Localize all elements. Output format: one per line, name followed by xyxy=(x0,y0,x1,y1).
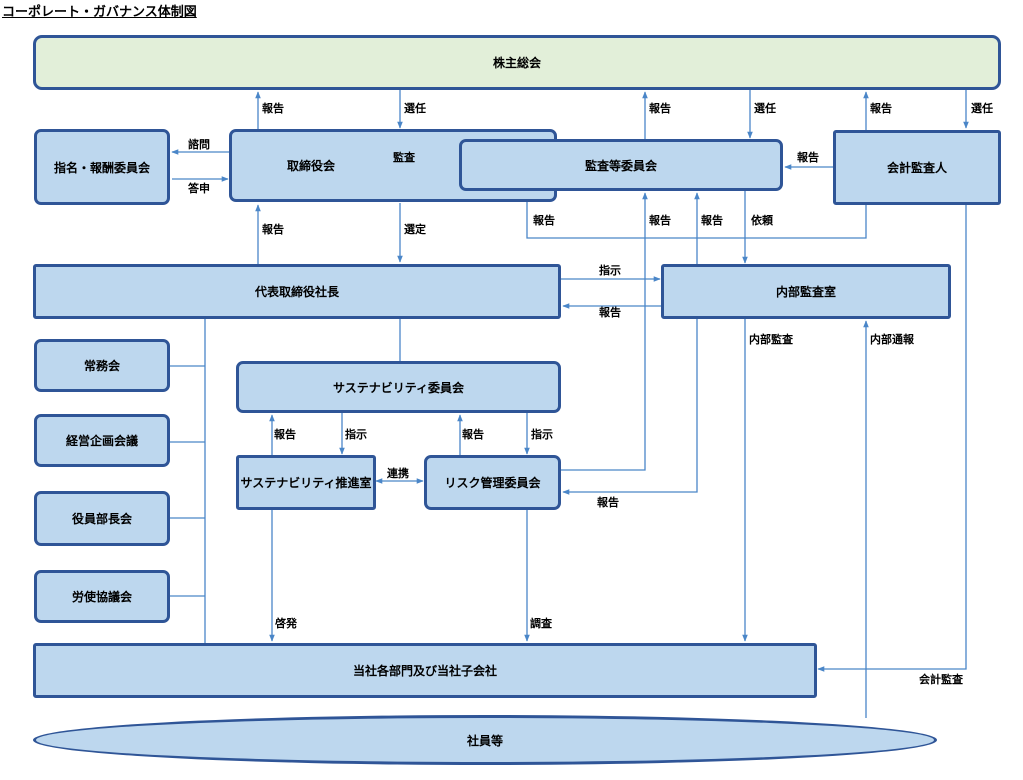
employees-ellipse: 社員等 xyxy=(33,715,937,765)
label-whistleblowing: 内部通報 xyxy=(870,333,914,346)
shareholders-label: 株主総会 xyxy=(492,56,541,70)
label-report-risk: 報告 xyxy=(462,428,484,441)
internal-audit-box: 内部監査室 xyxy=(661,264,951,319)
label-consult: 諮問 xyxy=(188,138,210,151)
risk-committee-label: リスク管理委員会 xyxy=(444,476,541,490)
label-report-office: 報告 xyxy=(274,428,296,441)
label-report-loop: 報告 xyxy=(533,214,555,227)
label-elect-board: 選任 xyxy=(404,102,426,115)
risk-committee-box: リスク管理委員会 xyxy=(424,455,561,510)
officer-meeting-box: 役員部長会 xyxy=(34,491,170,546)
label-accounting-audit: 会計監査 xyxy=(919,673,963,686)
label-request: 依頼 xyxy=(751,214,773,227)
label-elect-accounting-auditor: 選任 xyxy=(971,102,993,115)
departments-box: 当社各部門及び当社子会社 xyxy=(33,643,817,698)
accounting-auditor-box: 会計監査人 xyxy=(833,130,1001,205)
audit-committee-label: 監査等委員会 xyxy=(584,158,657,173)
sustainability-committee-label: サステナビリティ委員会 xyxy=(332,380,465,395)
label-instruct-internal-audit: 指示 xyxy=(599,264,621,277)
label-reply: 答申 xyxy=(188,182,210,195)
executive-meeting-label: 常務会 xyxy=(83,359,120,373)
label-audit: 監査 xyxy=(393,151,415,164)
label-report-internal-audit: 報告 xyxy=(701,214,723,227)
executive-meeting-box: 常務会 xyxy=(34,339,170,392)
officer-meeting-label: 役員部長会 xyxy=(71,512,132,526)
label-report-audit-committee: 報告 xyxy=(649,102,671,115)
nomination-committee-label: 指名・報酬委員会 xyxy=(53,160,150,175)
nomination-committee-box: 指名・報酬委員会 xyxy=(34,129,170,205)
labor-council-label: 労使協議会 xyxy=(71,590,132,604)
label-report-president: 報告 xyxy=(262,223,284,236)
sustainability-office-box: サステナビリティ推進室 xyxy=(236,455,376,510)
accounting-auditor-label: 会計監査人 xyxy=(886,161,947,175)
label-elect-audit-committee: 選任 xyxy=(754,102,776,115)
label-investigate: 調査 xyxy=(530,617,552,630)
president-box: 代表取締役社長 xyxy=(33,264,561,319)
label-report-board: 報告 xyxy=(262,102,284,115)
label-cooperate: 連携 xyxy=(387,467,409,480)
arrow-internal-audit-to-risk xyxy=(562,319,698,495)
label-instruct-office: 指示 xyxy=(345,428,367,441)
sustainability-office-label: サステナビリティ推進室 xyxy=(240,476,372,490)
internal-audit-label: 内部監査室 xyxy=(775,285,836,299)
label-report-accounting: 報告 xyxy=(797,151,819,164)
label-report-risk-up: 報告 xyxy=(649,214,671,227)
management-planning-box: 経営企画会議 xyxy=(34,414,170,467)
label-internal-audit: 内部監査 xyxy=(749,333,793,346)
label-appoint: 選定 xyxy=(404,223,426,236)
president-label: 代表取締役社長 xyxy=(254,285,339,299)
departments-label: 当社各部門及び当社子会社 xyxy=(352,664,497,678)
label-report-to-risk: 報告 xyxy=(597,496,619,509)
management-planning-label: 経営企画会議 xyxy=(65,434,138,448)
shareholders-box: 株主総会 xyxy=(33,35,1001,90)
arrow-accounting-audit xyxy=(817,205,967,672)
employees-label: 社員等 xyxy=(466,733,503,748)
label-enlighten: 啓発 xyxy=(275,617,297,630)
label-report-accounting-auditor: 報告 xyxy=(870,102,892,115)
board-label: 取締役会 xyxy=(287,159,336,173)
diagram-title: コーポレート・ガバナンス体制図 xyxy=(2,5,197,20)
label-instruct-risk: 指示 xyxy=(531,428,553,441)
arrow-risk-to-audit-committee xyxy=(561,192,648,471)
sustainability-committee-box: サステナビリティ委員会 xyxy=(236,361,561,413)
audit-committee-box: 監査等委員会 xyxy=(459,139,783,191)
label-report-to-president: 報告 xyxy=(599,306,621,319)
labor-council-box: 労使協議会 xyxy=(34,570,170,623)
